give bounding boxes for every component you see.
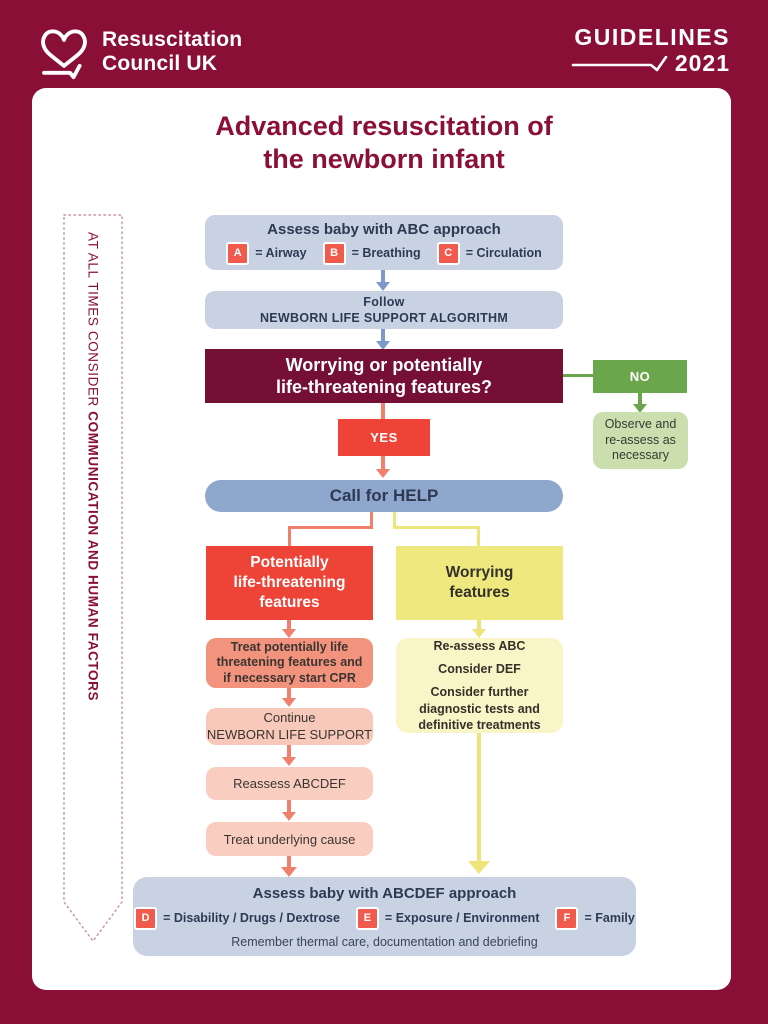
continue-nls-box: Continue NEWBORN LIFE SUPPORT (206, 708, 373, 745)
arrowhead-underlying-to-bottom (281, 867, 297, 877)
arrowhead-reassess-abc-to-bottom (468, 861, 490, 874)
assess-abcdef-title: Assess baby with ABCDEF approach (252, 884, 517, 902)
arrow-reassess-to-underlying (287, 800, 291, 812)
sidebar-dotted-arrow (63, 214, 123, 943)
chip-b-label: = Breathing (351, 246, 421, 260)
chip-d-label: = Disability / Drugs / Dextrose (163, 911, 340, 925)
sidebar-note: AT ALL TIMES CONSIDER COMMUNICATION AND … (63, 214, 123, 914)
thermal-care-note: Remember thermal care, documentation and… (231, 934, 538, 949)
worrying-header: Worrying features (396, 546, 563, 620)
yes-box: YES (338, 419, 430, 456)
observe-box: Observe and re-assess as necessary (593, 412, 688, 469)
chip-f-icon: F (555, 906, 579, 930)
chip-item-breathing: B = Breathing (322, 241, 421, 265)
arrowhead-yes-to-call (376, 469, 390, 478)
reassess-abc-box: Re-assess ABC Consider DEF Consider furt… (396, 638, 563, 733)
sidebar-note-regular: AT ALL TIMES CONSIDER (85, 232, 101, 412)
arrowhead-red-to-treat (282, 629, 296, 638)
arrow-yes-to-call (381, 456, 385, 469)
guidelines-year: 2021 (674, 50, 730, 76)
chip-item-airway: A = Airway (226, 241, 307, 265)
arrowhead-continue-to-reassess (282, 757, 296, 766)
logo-text: Resuscitation Council UK (102, 28, 242, 76)
call-for-help-box: Call for HELP (205, 480, 563, 512)
heart-ecg-icon (41, 29, 87, 80)
arrow-worrying-to-reassess-abc (477, 620, 481, 629)
sidebar-note-bold: COMMUNICATION AND HUMAN FACTORS (85, 411, 101, 702)
def-chip-row: D = Disability / Drugs / Dextrose E = Ex… (134, 906, 635, 930)
arrow-continue-to-reassess (287, 745, 291, 757)
chip-a-label: = Airway (255, 246, 307, 260)
arrow-follow-to-question (381, 329, 385, 341)
assess-abc-box: Assess baby with ABC approach A = Airway… (205, 215, 563, 270)
elbow-red-v1 (370, 512, 373, 529)
abc-chip-row: A = Airway B = Breathing C = Circulation (226, 241, 542, 265)
checkmark-line-icon (571, 55, 668, 71)
chip-item-family: F = Family (555, 906, 635, 930)
rcuk-logo: Resuscitation Council UK (38, 24, 242, 80)
guidelines-label: GUIDELINES (574, 24, 730, 50)
chip-item-disability: D = Disability / Drugs / Dextrose (134, 906, 340, 930)
arrowhead-treat-to-continue (282, 698, 296, 707)
treat-features-box: Treat potentially life threatening featu… (206, 638, 373, 688)
chip-d-icon: D (134, 906, 158, 930)
assess-abcdef-box: Assess baby with ABCDEF approach D = Dis… (133, 877, 636, 956)
elbow-red-v2 (288, 526, 291, 546)
no-box: NO (593, 360, 687, 393)
arrowhead-abc-to-follow (376, 282, 390, 291)
line-question-to-yes (381, 403, 385, 419)
arrowhead-no-to-observe (633, 404, 647, 413)
elbow-yellow-v2 (477, 526, 480, 546)
chip-a-icon: A (226, 241, 250, 265)
page-title: Advanced resuscitation of the newborn in… (215, 111, 553, 174)
guidelines-badge: GUIDELINES 2021 (571, 26, 730, 75)
reassess-abcdef-box: Reassess ABCDEF (206, 767, 373, 800)
reassess-abc-item1: Re-assess ABC (433, 638, 526, 653)
elbow-red-h (288, 526, 373, 529)
line-question-to-no (563, 374, 593, 377)
line-reassess-abc-to-bottom (477, 733, 481, 861)
assess-abc-title: Assess baby with ABC approach (267, 220, 501, 238)
arrow-underlying-to-bottom (287, 856, 291, 867)
chip-f-label: = Family (584, 911, 635, 925)
elbow-yellow-h (393, 526, 480, 529)
reassess-abc-item3: Consider further diagnostic tests and de… (418, 685, 541, 732)
chip-c-label: = Circulation (465, 246, 542, 260)
chip-b-icon: B (322, 241, 346, 265)
chip-c-icon: C (436, 241, 460, 265)
arrow-no-to-observe (638, 393, 642, 404)
life-threatening-header: Potentially life-threatening features (206, 546, 373, 620)
treat-underlying-box: Treat underlying cause (206, 822, 373, 856)
elbow-yellow-v1 (393, 512, 396, 529)
arrow-abc-to-follow (381, 270, 385, 282)
reassess-abc-item2: Consider DEF (438, 662, 521, 677)
arrowhead-worrying-to-reassess-abc (472, 629, 486, 638)
logo-line-2: Council UK (102, 52, 218, 75)
chip-item-exposure: E = Exposure / Environment (355, 906, 540, 930)
arrowhead-follow-to-question (376, 341, 390, 350)
arrow-treat-to-continue (287, 688, 291, 698)
chip-e-label: = Exposure / Environment (384, 911, 540, 925)
follow-nls-box: Follow NEWBORN LIFE SUPPORT ALGORITHM (205, 291, 563, 329)
arrow-red-to-treat (287, 620, 291, 629)
chip-e-icon: E (355, 906, 379, 930)
arrowhead-reassess-to-underlying (282, 812, 296, 821)
question-box: Worrying or potentially life-threatening… (205, 349, 563, 403)
chip-item-circulation: C = Circulation (436, 241, 542, 265)
logo-line-1: Resuscitation (102, 27, 243, 51)
